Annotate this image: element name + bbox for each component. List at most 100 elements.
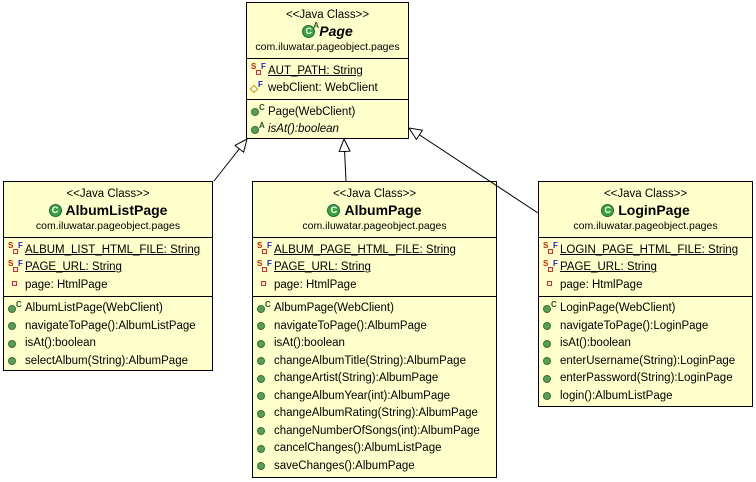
public-method-icon bbox=[257, 319, 274, 332]
field-label: ALBUM_LIST_HTML_FILE: String bbox=[25, 243, 201, 256]
field-label: LOGIN_PAGE_HTML_FILE: String bbox=[560, 243, 739, 256]
public-constructor-icon: C bbox=[257, 300, 274, 315]
package-label: com.iluwatar.pageobject.pages bbox=[35, 220, 181, 232]
public-method-icon bbox=[257, 442, 274, 455]
field-row-albumlistpage: page: HtmlPage bbox=[4, 276, 212, 294]
method-label: cancelChanges():AlbumListPage bbox=[274, 442, 442, 455]
method-label: changeNumberOfSongs(int):AlbumPage bbox=[274, 424, 480, 437]
field-label: PAGE_URL: String bbox=[25, 261, 122, 274]
public-method-icon bbox=[543, 319, 560, 332]
field-label: PAGE_URL: String bbox=[274, 261, 371, 274]
java-class-icon: C bbox=[601, 203, 615, 217]
method-row-albumpage: changeAlbumYear(int):AlbumPage bbox=[253, 387, 496, 405]
method-label: changeAlbumRating(String):AlbumPage bbox=[274, 407, 478, 420]
method-label: isAt():boolean bbox=[25, 337, 96, 350]
generalization-edge-albumlistpage-to-page bbox=[213, 139, 247, 182]
method-label: navigateToPage():AlbumPage bbox=[274, 319, 427, 332]
method-label: enterPassword(String):LoginPage bbox=[560, 372, 733, 385]
field-label: page: HtmlPage bbox=[25, 278, 108, 291]
method-row-loginpage: enterPassword(String):LoginPage bbox=[539, 370, 752, 388]
private-field-icon bbox=[257, 278, 274, 291]
public-method-icon bbox=[8, 319, 25, 332]
public-method-icon bbox=[8, 337, 25, 350]
protected-final-field-icon: F bbox=[249, 80, 268, 95]
public-method-icon bbox=[257, 459, 274, 472]
method-row-albumpage: navigateToPage():AlbumPage bbox=[253, 317, 496, 335]
method-row-albumpage: cancelChanges():AlbumListPage bbox=[253, 440, 496, 458]
public-method-icon bbox=[257, 389, 274, 402]
public-method-icon bbox=[543, 354, 560, 367]
method-label: isAt():boolean bbox=[560, 337, 631, 350]
method-label: changeAlbumYear(int):AlbumPage bbox=[274, 389, 451, 402]
method-label: saveChanges():AlbumPage bbox=[274, 459, 415, 472]
java-class-icon: C bbox=[48, 203, 63, 217]
stereotype-label: <<Java Class>> bbox=[285, 9, 370, 21]
field-label: webClient: WebClient bbox=[268, 82, 378, 95]
stereotype-label: <<Java Class>> bbox=[603, 188, 688, 200]
method-label: login():AlbumListPage bbox=[560, 389, 673, 402]
public-constructor-icon: C bbox=[8, 300, 25, 315]
field-label: ALBUM_PAGE_HTML_FILE: String bbox=[274, 243, 456, 256]
public-method-icon bbox=[543, 389, 560, 402]
method-row-albumlistpage: isAt():boolean bbox=[4, 335, 212, 353]
private-field-icon bbox=[8, 278, 25, 291]
public-constructor-icon: C bbox=[543, 300, 560, 315]
public-method-icon bbox=[257, 372, 274, 385]
method-label: selectAlbum(String):AlbumPage bbox=[25, 354, 188, 367]
public-method-icon bbox=[543, 337, 560, 350]
method-label: LoginPage(WebClient) bbox=[560, 302, 676, 315]
method-label: isAt():boolean bbox=[268, 123, 339, 136]
stereotype-label: <<Java Class>> bbox=[66, 188, 150, 200]
field-row-albumpage: page: HtmlPage bbox=[253, 276, 496, 294]
field-label: page: HtmlPage bbox=[560, 278, 643, 291]
method-label: changeArtist(String):AlbumPage bbox=[274, 372, 439, 385]
public-method-icon bbox=[257, 424, 274, 437]
method-row-albumlistpage: selectAlbum(String):AlbumPage bbox=[4, 352, 212, 370]
method-label: AlbumListPage(WebClient) bbox=[25, 302, 163, 315]
field-label: PAGE_URL: String bbox=[560, 261, 657, 274]
method-label: enterUsername(String):LoginPage bbox=[560, 354, 736, 367]
field-label: AUT_PATH: String bbox=[268, 64, 363, 77]
method-row-albumpage: isAt():boolean bbox=[253, 335, 496, 353]
public-method-icon bbox=[257, 354, 274, 367]
class-name: AlbumListPage bbox=[65, 202, 168, 218]
method-label: changeAlbumTitle(String):AlbumPage bbox=[274, 354, 466, 367]
public-abstract-method-icon: A bbox=[251, 121, 268, 136]
method-label: navigateToPage():AlbumListPage bbox=[25, 319, 196, 332]
private-field-icon bbox=[543, 278, 560, 291]
class-name: LoginPage bbox=[618, 202, 690, 218]
method-label: navigateToPage():LoginPage bbox=[560, 319, 709, 332]
